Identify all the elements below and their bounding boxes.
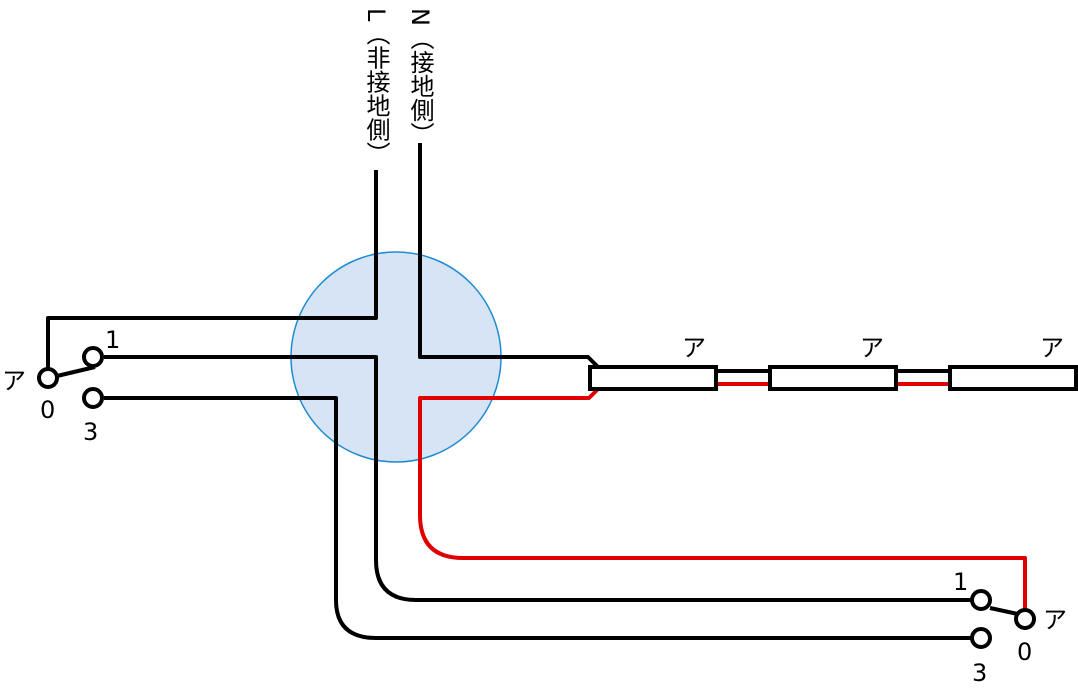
switch-right-terminal-1-label: 1: [953, 568, 968, 596]
switch-left-terminal-1: [82, 346, 104, 368]
switch-left-terminal-0: [37, 367, 59, 389]
neutral-wire-to-lamps: [418, 143, 600, 369]
switch-right-common-label: 0: [1017, 638, 1032, 666]
lamp-1: [588, 365, 718, 391]
red-wires: [418, 369, 1027, 610]
line-wire-to-switch-left-common: [46, 170, 378, 375]
line-supply-label: L（非接地側）: [362, 8, 390, 165]
switch-left-lever: [56, 365, 96, 378]
traveler-wire-1: [104, 355, 973, 602]
switch-right-terminal-1: [970, 589, 992, 611]
switch-right-terminal-0: [1014, 608, 1036, 630]
traveler-wire-3: [104, 396, 973, 640]
switch-right-terminal-3: [970, 627, 992, 649]
switch-right-terminal-3-label: 3: [972, 659, 987, 687]
switch-left-terminal-1-label: 1: [105, 326, 120, 354]
black-wires: [46, 143, 1019, 640]
switch-left-common-label: 0: [40, 396, 55, 424]
lamp-3-label: ア: [1040, 334, 1064, 362]
switch-left-load-label: ア: [2, 367, 26, 395]
switch-right-lever: [989, 606, 1019, 616]
lamp-2-label: ア: [860, 334, 884, 362]
lamp-3: [948, 365, 1078, 391]
switched-return-wire: [418, 387, 1027, 610]
lamp-1-label: ア: [682, 334, 706, 362]
switch-right-load-label: ア: [1043, 606, 1067, 634]
switch-left-terminal-3-label: 3: [83, 418, 98, 446]
switch-left-terminal-3: [82, 387, 104, 409]
lamp-2: [768, 365, 898, 391]
neutral-supply-label: N（接地側）: [406, 8, 434, 146]
